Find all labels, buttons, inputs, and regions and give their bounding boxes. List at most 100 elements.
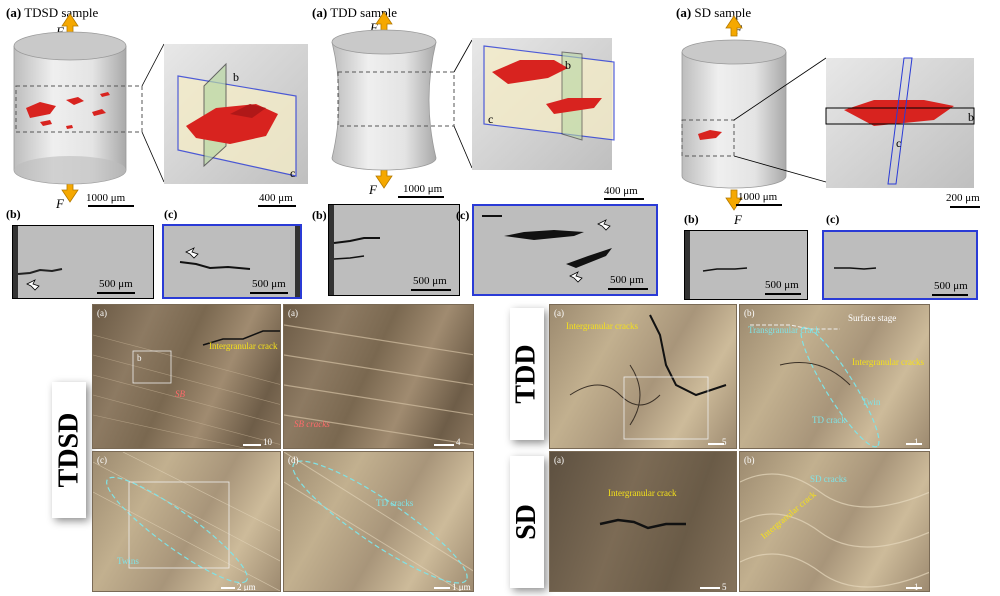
- sd-photo-a: (a) Intergranular crack 5 μm: [549, 451, 737, 592]
- tdsd-panel-c-label: (c): [97, 455, 107, 465]
- sd-scale-b: 1 μm: [914, 582, 919, 592]
- tdsd-tag: TDSD: [52, 382, 86, 518]
- tdsd-scale-a: 10 μm: [263, 437, 275, 448]
- tdsd-scale-d-panel: 1 μm: [452, 582, 471, 592]
- tdsd-photo-b: (a) SB cracks 4 μm: [283, 304, 474, 449]
- tdd-panel-b-label: (b): [744, 308, 755, 318]
- tdsd-td-cracks-label: TD cracks: [376, 498, 414, 508]
- sd-scale-1: 1000 μm: [738, 191, 778, 203]
- tdd-photo-b: (b) Surface stage Transgranular crack In…: [739, 304, 930, 449]
- tdd-sub-c-label: (c): [456, 208, 470, 222]
- tdsd-sub-b-label: (b): [6, 207, 21, 221]
- tdsd-title-text: TDSD sample: [24, 5, 99, 20]
- sd-title: (a) SD sample: [676, 5, 751, 21]
- tdd-force-bottom: F: [369, 182, 377, 197]
- tdd-sem-b: 500 μm: [328, 204, 460, 296]
- tdsd-intergranular-label: Intergranular crack: [209, 341, 278, 351]
- tdsd-panel-a-label: (a): [97, 308, 107, 318]
- sd-scale-2: 200 μm: [946, 192, 980, 204]
- tdsd-twins-label: Twins: [117, 556, 139, 566]
- tdd-label: (a): [312, 5, 328, 20]
- sd-sub-b-label: (b): [684, 212, 699, 226]
- tdd-tag: TDD: [510, 308, 544, 440]
- sd-scalebar-2: [950, 206, 980, 208]
- tdsd-scalebar-2: [258, 205, 296, 207]
- tdsd-sem-b: 500 μm: [12, 225, 154, 299]
- force-arrow-icon: [61, 181, 79, 203]
- tdsd-plane-c: c: [290, 166, 296, 180]
- tdsd-scale-b: 500 μm: [99, 278, 133, 290]
- sd-sem-c: 500 μm: [822, 230, 978, 300]
- tdd-intergranular2-label: Intergranular cracks: [852, 357, 925, 367]
- tdd-scale-1: 1000 μm: [403, 183, 443, 195]
- tdsd-sub-c-label: (c): [164, 207, 178, 221]
- sd-photo-b: (b) SD cracks Intergranular crack 1 μm: [739, 451, 930, 592]
- sd-force-top: F: [734, 22, 742, 37]
- sd-plane-c: c: [896, 136, 902, 150]
- tdsd-label: (a): [6, 5, 22, 20]
- force-arrow-icon: [61, 13, 79, 35]
- tdd-plane-c: c: [488, 112, 494, 126]
- tdd-scale-b: 1 μm: [914, 437, 926, 448]
- tdd-sub-b-label: (b): [312, 208, 327, 222]
- tdd-transgranular-label: Transgranular crack: [748, 325, 820, 335]
- force-arrow-icon: [375, 11, 393, 33]
- tdd-scale-b: 500 μm: [413, 275, 447, 287]
- tdsd-scale-c-panel: 2 μm: [237, 582, 256, 592]
- tdd-title: (a) TDD sample: [312, 5, 397, 21]
- crack-pointer-icon: [26, 279, 40, 291]
- tdsd-sem-c: 500 μm: [162, 224, 302, 299]
- sd-panel-b-label: (b): [744, 455, 755, 465]
- crack-pointer-icon: [185, 247, 199, 259]
- tdsd-force-bottom: F: [56, 196, 64, 211]
- tdd-scalebar-2: [604, 198, 644, 200]
- sd-sub-c-label: (c): [826, 212, 840, 226]
- sd-scale-b: 500 μm: [765, 279, 799, 291]
- tdsd-panel-b-label: (a): [288, 308, 298, 318]
- tdd-title-text: TDD sample: [330, 5, 397, 20]
- sd-force-bottom: F: [734, 212, 742, 227]
- tdd-plane-b: b: [565, 58, 571, 72]
- tdsd-photo-a: (a) b Intergranular crack SB 10 μm: [92, 304, 281, 449]
- sd-title-text: SD sample: [694, 5, 752, 20]
- tdd-3d-render: [331, 11, 615, 189]
- tdsd-photo-d: (d) TD cracks 1 μm: [283, 451, 474, 592]
- tdd-surface-stage-label: Surface stage: [848, 313, 897, 323]
- sd-label: (a): [676, 5, 692, 20]
- tdd-td-crack-label: TD crack: [812, 415, 846, 425]
- sd-intergranular-label: Intergranular crack: [608, 488, 677, 498]
- tdd-scale-2: 400 μm: [604, 185, 638, 197]
- sd-3d-render: [681, 15, 975, 211]
- tdd-scalebar-1: [398, 196, 444, 198]
- force-arrow-icon: [375, 167, 393, 189]
- tdsd-scale-1: 1000 μm: [86, 192, 126, 204]
- tdd-intergranular-label: Intergranular cracks: [566, 321, 639, 331]
- tdd-scale-c: 500 μm: [610, 274, 644, 286]
- sd-scale-a: 5 μm: [722, 582, 727, 592]
- tdsd-sb-label: SB: [175, 389, 185, 399]
- tdsd-panel-d-label: (d): [288, 455, 299, 465]
- sd-panel-a-label: (a): [554, 455, 564, 465]
- tdsd-force-top: F: [56, 24, 64, 39]
- tdsd-3d-render: [13, 13, 308, 203]
- sd-scale-c: 500 μm: [934, 280, 968, 292]
- tdsd-scalebar-1: [88, 205, 134, 207]
- crack-pointer-icon: [597, 219, 611, 231]
- tdd-photo-a: (a) Intergranular cracks 5 μm: [549, 304, 737, 449]
- tdsd-scale-c: 500 μm: [252, 278, 286, 290]
- tdsd-sb-cracks-label: SB cracks: [294, 419, 330, 429]
- sd-sem-b: 500 μm: [684, 230, 808, 300]
- force-arrow-icon: [725, 15, 743, 37]
- tdsd-photo-c: (c) Twins 2 μm: [92, 451, 281, 592]
- tdsd-title: (a) TDSD sample: [6, 5, 98, 21]
- sd-sd-cracks-label: SD cracks: [810, 474, 847, 484]
- tdsd-scale-2: 400 μm: [259, 192, 293, 204]
- sd-tag: SD: [510, 456, 544, 588]
- tdd-force-top: F: [370, 20, 378, 35]
- tdsd-plane-b: b: [233, 70, 239, 84]
- tdd-sem-c: 500 μm: [472, 204, 658, 296]
- tdd-scale-a: 5 μm: [722, 437, 734, 448]
- tdsd-panel-a-box-label: b: [137, 353, 142, 363]
- force-arrow-icon: [725, 189, 743, 211]
- tdd-panel-a-label: (a): [554, 308, 564, 318]
